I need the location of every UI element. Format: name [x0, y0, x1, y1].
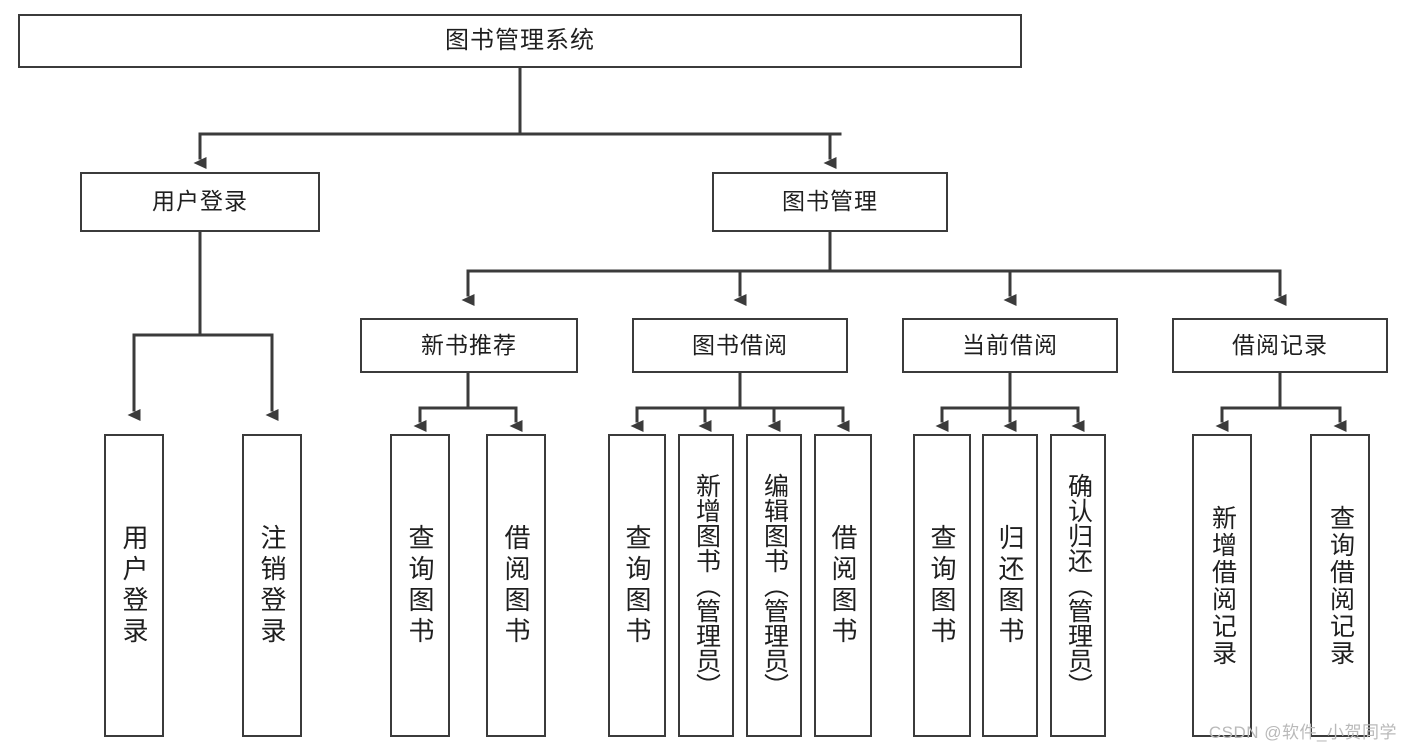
leaf-query-record[interactable]: 查询借阅记录	[1310, 434, 1370, 737]
leaf-add-record[interactable]: 新增借阅记录	[1192, 434, 1252, 737]
leaf-return-book[interactable]: 归还图书	[982, 434, 1038, 737]
csdn-watermark: CSDN @软件_小贺同学	[1208, 723, 1397, 742]
node-current-borrow[interactable]: 当前借阅	[902, 318, 1118, 373]
node-user-login[interactable]: 用户登录	[80, 172, 320, 232]
node-book-borrow[interactable]: 图书借阅	[632, 318, 848, 373]
leaf-query-book-1[interactable]: 查询图书	[390, 434, 450, 737]
node-new-book-rec[interactable]: 新书推荐	[360, 318, 578, 373]
node-root[interactable]: 图书管理系统	[18, 14, 1022, 68]
leaf-confirm-return[interactable]: 确认归还（管理员）	[1050, 434, 1106, 737]
leaf-query-book-2[interactable]: 查询图书	[608, 434, 666, 737]
leaf-logout[interactable]: 注销登录	[242, 434, 302, 737]
node-book-manage[interactable]: 图书管理	[712, 172, 948, 232]
node-borrow-record[interactable]: 借阅记录	[1172, 318, 1388, 373]
leaf-add-book[interactable]: 新增图书（管理员）	[678, 434, 734, 737]
leaf-borrow-book-1[interactable]: 借阅图书	[486, 434, 546, 737]
leaf-borrow-book-2[interactable]: 借阅图书	[814, 434, 872, 737]
leaf-user-login[interactable]: 用户登录	[104, 434, 164, 737]
leaf-edit-book[interactable]: 编辑图书（管理员）	[746, 434, 802, 737]
leaf-query-book-3[interactable]: 查询图书	[913, 434, 971, 737]
